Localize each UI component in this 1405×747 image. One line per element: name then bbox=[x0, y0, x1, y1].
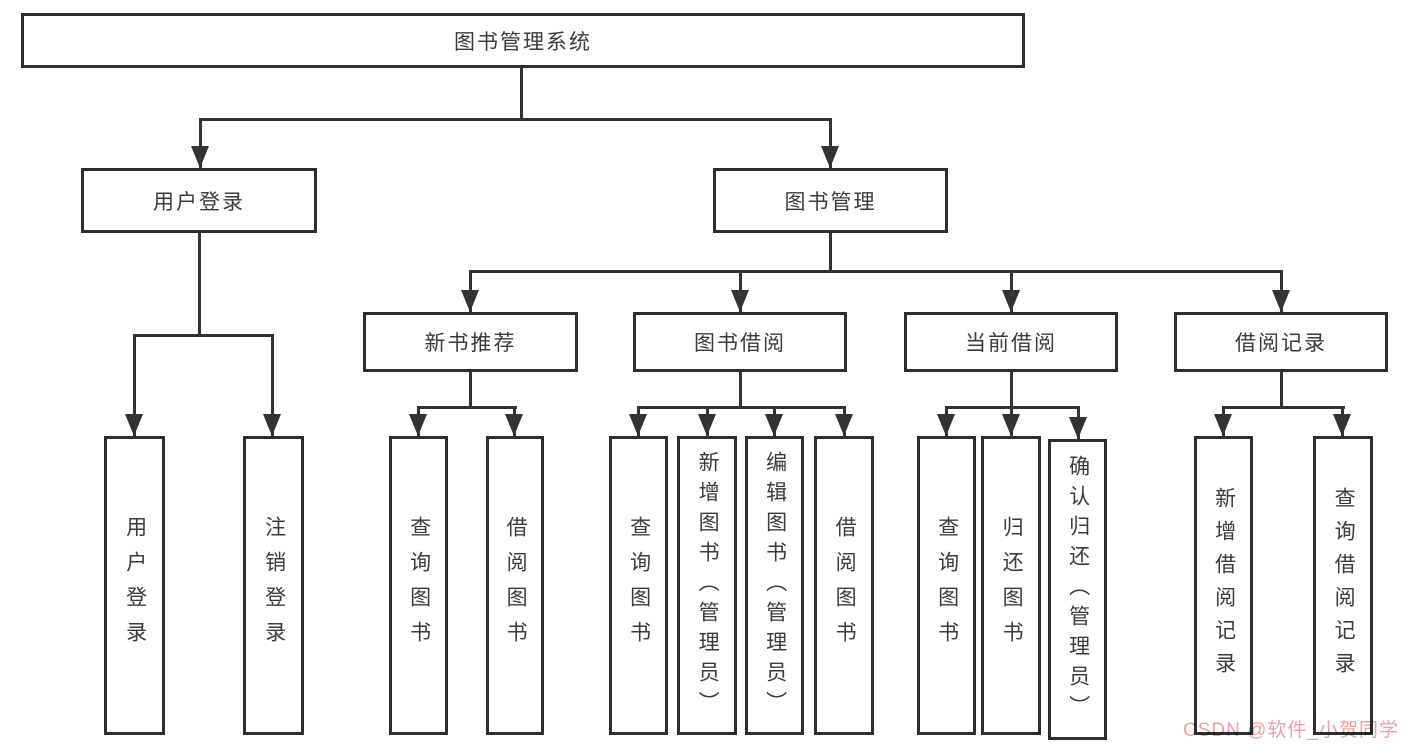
connector-line-v bbox=[520, 68, 523, 120]
leaf-current-return-books-label: 归还图书 bbox=[1000, 515, 1024, 656]
leaf-borrow-add-books-admin-label: 新增图书（管理员） bbox=[696, 450, 720, 721]
leaf-borrow-add-books-admin: 新增图书（管理员） bbox=[677, 436, 737, 735]
leaf-borrow-query-books: 查询图书 bbox=[609, 436, 668, 735]
arrow-down-icon bbox=[409, 414, 427, 436]
connector-line-v bbox=[829, 118, 832, 168]
leaf-logout-login-label: 注销登录 bbox=[262, 515, 286, 656]
node-book-borrowing-label: 图书借阅 bbox=[694, 332, 786, 355]
connector-line-v bbox=[739, 372, 742, 408]
node-current-borrowing-label: 当前借阅 bbox=[965, 332, 1057, 355]
leaf-recommend-query-books-label: 查询图书 bbox=[407, 515, 431, 656]
leaf-records-add-borrow-record-label: 新增借阅记录 bbox=[1212, 486, 1236, 685]
connector-line-h bbox=[1222, 406, 1345, 409]
node-book-management-label: 图书管理 bbox=[784, 190, 877, 214]
leaf-records-query-borrow-record: 查询借阅记录 bbox=[1313, 436, 1373, 735]
connector-line-h bbox=[417, 406, 517, 409]
leaf-borrow-edit-books-admin-label: 编辑图书（管理员） bbox=[763, 450, 787, 721]
leaf-user-login: 用户登录 bbox=[104, 436, 165, 735]
connector-line-h bbox=[637, 406, 846, 409]
arrow-down-icon bbox=[1002, 290, 1020, 312]
arrow-down-icon bbox=[1214, 414, 1232, 436]
connector-line-v bbox=[1010, 372, 1013, 408]
node-current-borrowing: 当前借阅 bbox=[904, 312, 1118, 372]
arrow-down-icon bbox=[1002, 414, 1020, 436]
leaf-records-query-borrow-record-label: 查询借阅记录 bbox=[1332, 486, 1356, 685]
arrow-down-icon bbox=[821, 146, 839, 168]
node-user-login: 用户登录 bbox=[81, 168, 317, 233]
node-new-book-recommendation-label: 新书推荐 bbox=[424, 332, 517, 355]
arrow-down-icon bbox=[461, 290, 479, 312]
node-book-borrowing: 图书借阅 bbox=[633, 312, 847, 372]
node-borrowing-records: 借阅记录 bbox=[1174, 312, 1388, 372]
node-borrowing-records-label: 借阅记录 bbox=[1235, 332, 1327, 355]
node-book-management: 图书管理 bbox=[713, 168, 948, 233]
leaf-records-add-borrow-record: 新增借阅记录 bbox=[1194, 436, 1253, 735]
connector-line-v bbox=[271, 334, 274, 436]
arrow-down-icon bbox=[698, 414, 716, 436]
arrow-down-icon bbox=[835, 414, 853, 436]
node-new-book-recommendation: 新书推荐 bbox=[363, 312, 578, 372]
node-library-system-label: 图书管理系统 bbox=[454, 30, 592, 54]
arrow-down-icon bbox=[125, 414, 143, 436]
leaf-current-return-books: 归还图书 bbox=[981, 436, 1041, 735]
connector-line-h bbox=[133, 334, 274, 337]
arrow-down-icon bbox=[1272, 290, 1290, 312]
arrow-down-icon bbox=[1069, 417, 1087, 439]
leaf-logout-login: 注销登录 bbox=[243, 436, 304, 735]
arrow-down-icon bbox=[765, 414, 783, 436]
arrow-down-icon bbox=[191, 146, 209, 168]
node-user-login-label: 用户登录 bbox=[153, 190, 245, 214]
leaf-current-confirm-return-admin-label: 确认归还（管理员） bbox=[1066, 454, 1090, 725]
arrow-down-icon bbox=[263, 414, 281, 436]
connector-line-v bbox=[198, 233, 201, 336]
leaf-borrow-edit-books-admin: 编辑图书（管理员） bbox=[745, 436, 804, 735]
arrow-down-icon bbox=[1333, 414, 1351, 436]
arrow-down-icon bbox=[731, 290, 749, 312]
watermark: CSDN @软件_小贺同学 bbox=[1183, 720, 1399, 741]
leaf-recommend-borrow-books: 借阅图书 bbox=[486, 436, 544, 735]
connector-line-v bbox=[829, 233, 832, 272]
connector-line-h bbox=[199, 118, 832, 121]
connector-line-v bbox=[1280, 372, 1283, 408]
node-library-system: 图书管理系统 bbox=[21, 13, 1025, 68]
arrow-down-icon bbox=[505, 414, 523, 436]
connector-line-v bbox=[469, 372, 472, 408]
connector-line-h bbox=[469, 270, 1282, 273]
leaf-borrow-borrow-books-label: 借阅图书 bbox=[833, 515, 857, 656]
arrow-down-icon bbox=[629, 414, 647, 436]
leaf-user-login-label: 用户登录 bbox=[123, 515, 147, 656]
leaf-current-query-books-label: 查询图书 bbox=[935, 515, 959, 656]
connector-line-v bbox=[199, 118, 202, 168]
arrow-down-icon bbox=[937, 414, 955, 436]
leaf-current-confirm-return-admin: 确认归还（管理员） bbox=[1048, 439, 1107, 740]
leaf-current-query-books: 查询图书 bbox=[917, 436, 976, 735]
leaf-borrow-query-books-label: 查询图书 bbox=[627, 515, 651, 656]
connector-line-v bbox=[133, 334, 136, 436]
leaf-borrow-borrow-books: 借阅图书 bbox=[814, 436, 874, 735]
leaf-recommend-query-books: 查询图书 bbox=[389, 436, 448, 735]
leaf-recommend-borrow-books-label: 借阅图书 bbox=[504, 515, 528, 656]
